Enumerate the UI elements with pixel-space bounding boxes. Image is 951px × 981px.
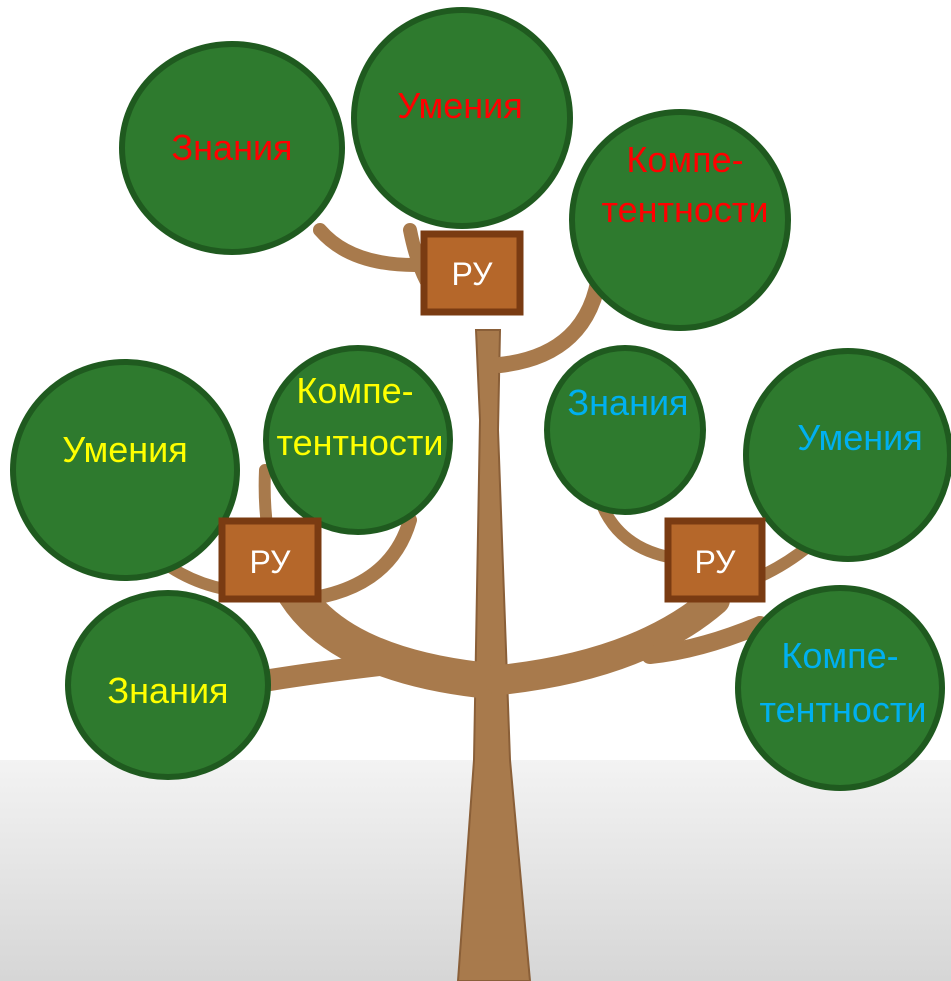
label-low-left: Знания xyxy=(107,670,228,711)
crown-mid-right-a xyxy=(544,345,706,515)
crown-top-right xyxy=(569,109,791,331)
label-top-left: Знания xyxy=(171,127,292,168)
box-top-label: РУ xyxy=(452,256,494,292)
trunk xyxy=(456,329,532,981)
crown-mid-center xyxy=(263,345,453,535)
label-top-right: Компе- тентности xyxy=(602,139,769,230)
box-left: РУ xyxy=(218,517,322,603)
label-mid-center: Компе- тентности xyxy=(277,370,444,463)
box-right-label: РУ xyxy=(695,544,737,580)
crown-top-left xyxy=(119,41,345,255)
label-low-right: Компе- тентности xyxy=(760,635,927,730)
box-top: РУ xyxy=(420,230,524,316)
label-mid-right-b: Умения xyxy=(797,417,923,458)
crown-mid-right-b xyxy=(743,348,951,562)
crown-mid-left xyxy=(10,359,240,581)
label-top-center: Умения xyxy=(397,85,523,126)
crown-low-right xyxy=(735,585,945,791)
crowns xyxy=(10,7,951,791)
crown-labels: Знания Умения Компе- тентности Умения Ко… xyxy=(62,85,926,730)
label-mid-right-a: Знания xyxy=(567,382,688,423)
label-mid-left: Умения xyxy=(62,429,188,470)
box-right: РУ xyxy=(664,517,766,603)
crown-top-center xyxy=(351,7,573,229)
box-left-label: РУ xyxy=(250,544,292,580)
crown-low-left xyxy=(65,590,271,780)
